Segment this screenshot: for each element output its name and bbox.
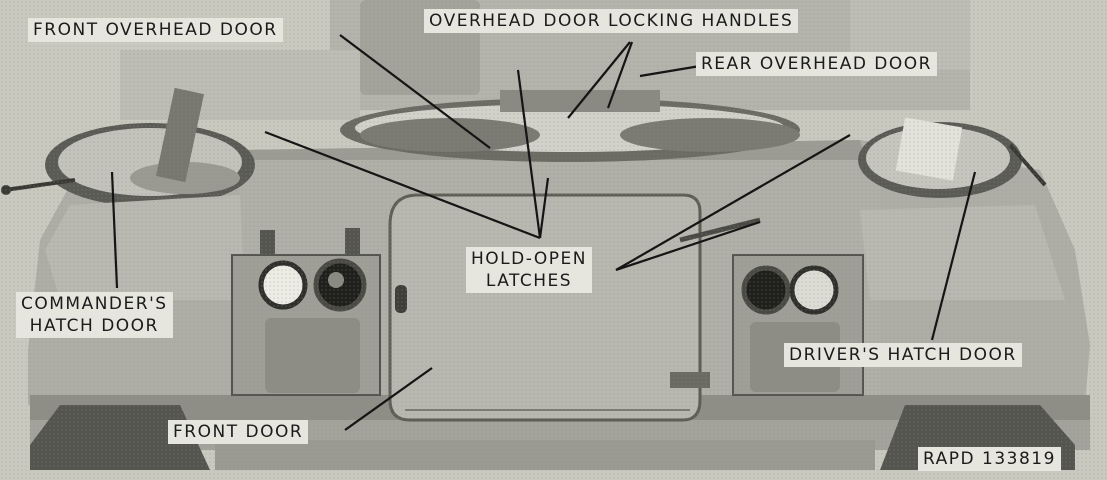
label-front-overhead-door: FRONT OVERHEAD DOOR — [28, 18, 283, 42]
leader-locking-handle-1 — [567, 41, 631, 119]
label-hold-open-latches-line-2: LATCHES — [485, 271, 573, 291]
label-overhead-door-locking-handles: OVERHEAD DOOR LOCKING HANDLES — [424, 9, 799, 33]
leader-front-overhead-door — [339, 34, 491, 149]
leader-commanders-hatch — [110, 171, 119, 289]
label-commanders-hatch-door-line-1: COMMANDER'S — [21, 294, 168, 314]
leader-latch-4 — [615, 134, 851, 271]
leader-drivers-hatch — [930, 171, 977, 341]
label-drivers-hatch-door: DRIVER'S HATCH DOOR — [784, 343, 1022, 367]
label-rear-overhead-door: REAR OVERHEAD DOOR — [696, 52, 937, 76]
label-hold-open-latches-line-1: HOLD-OPEN — [471, 249, 587, 269]
label-front-door: FRONT DOOR — [168, 420, 309, 444]
leader-latch-3 — [264, 130, 541, 240]
leader-latch-2 — [538, 177, 550, 239]
leader-front-door — [344, 367, 433, 431]
leader-rear-overhead-door — [639, 64, 701, 78]
label-commanders-hatch-door-line-2: HATCH DOOR — [29, 316, 159, 336]
leader-latch-5 — [615, 220, 761, 272]
leader-latch-1 — [516, 69, 542, 239]
label-commanders-hatch-door: COMMANDER'S HATCH DOOR — [16, 292, 173, 338]
label-hold-open-latches: HOLD-OPEN LATCHES — [466, 247, 592, 293]
leader-locking-handle-2 — [606, 41, 634, 109]
leader-lines — [110, 34, 977, 431]
label-photo-id: RAPD 133819 — [918, 447, 1061, 471]
